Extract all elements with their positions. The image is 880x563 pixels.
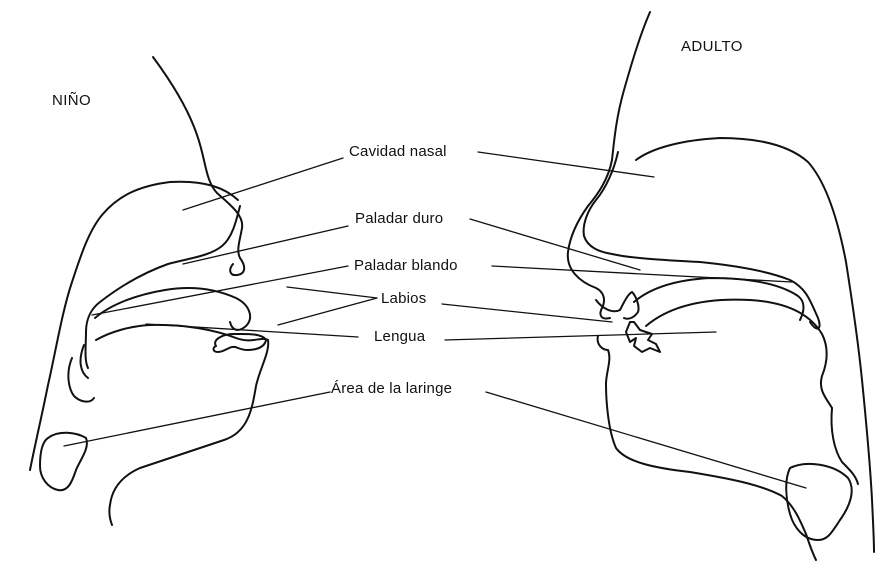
child-tongue xyxy=(81,325,269,525)
leader-lips-adult xyxy=(442,304,612,322)
child-face-profile xyxy=(153,57,244,275)
leader-larynx-adult xyxy=(486,392,806,488)
leader-nasal-adult xyxy=(478,152,654,177)
adult-title: ADULTO xyxy=(681,38,743,56)
label-lips: Labios xyxy=(381,290,426,308)
label-soft-palate: Paladar blando xyxy=(354,257,458,275)
child-soft-palate xyxy=(95,288,250,330)
child-larynx xyxy=(40,433,87,491)
adult-pharynx-wall xyxy=(831,408,858,484)
leader-lines xyxy=(64,152,806,488)
leader-lips-child-b xyxy=(278,298,377,325)
adult-tongue-top xyxy=(646,300,832,408)
adult-larynx xyxy=(786,464,851,540)
label-larynx-area: Área de la laringe xyxy=(331,380,452,398)
child-hard-palate xyxy=(86,206,241,368)
label-tongue: Lengua xyxy=(374,328,425,346)
leader-lips-child-a xyxy=(287,287,377,298)
adult-anatomy xyxy=(568,12,874,560)
leader-hard-child xyxy=(183,226,348,264)
child-lower-lip xyxy=(214,334,266,352)
adult-hard-palate xyxy=(634,278,804,320)
leader-hard-adult xyxy=(470,219,640,270)
label-nasal-cavity: Cavidad nasal xyxy=(349,143,447,161)
adult-teeth xyxy=(626,322,660,352)
child-title: NIÑO xyxy=(52,92,91,110)
leader-tongue-adult xyxy=(445,332,716,340)
label-hard-palate: Paladar duro xyxy=(355,210,443,228)
adult-head-outline xyxy=(636,138,874,552)
child-anatomy xyxy=(30,57,268,525)
adult-lower-jaw xyxy=(598,336,816,560)
leader-soft-child xyxy=(92,266,348,315)
leader-larynx-child xyxy=(64,392,330,446)
